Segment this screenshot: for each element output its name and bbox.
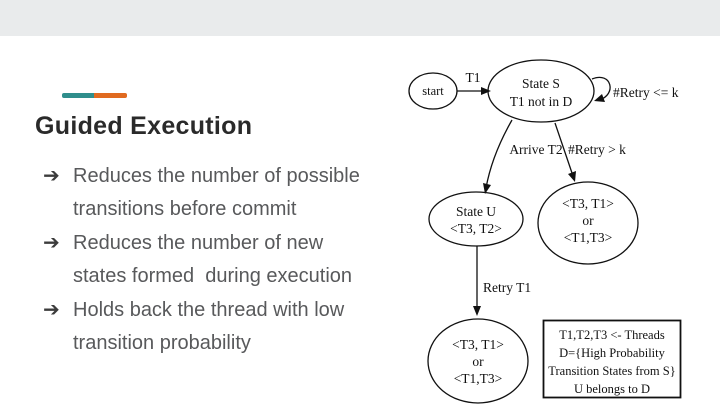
transition-t1-label: T1 — [466, 70, 481, 85]
arrowhead-icon — [473, 306, 481, 316]
state-final: <T3, T1> or <T1,T3> — [427, 318, 529, 404]
bullet-line: states formed during execution — [73, 265, 353, 288]
state-final-line3: <T1,T3> — [454, 371, 503, 386]
transition-arrive-t2-label: Arrive T2 — [509, 142, 562, 157]
accent-bar-teal — [62, 93, 94, 98]
state-start: start — [408, 72, 458, 110]
transition-retry-gt-k-label: #Retry > k — [568, 142, 626, 157]
state-final-line2: or — [472, 354, 484, 369]
legend-line2: D={High Probability — [559, 346, 666, 360]
arrowhead-icon — [568, 171, 576, 182]
arrow-bullet-icon: ➔ — [43, 165, 60, 187]
bullet-line: Holds back the thread with low — [73, 298, 345, 321]
transition-retry-le-k: #Retry <= k — [591, 76, 679, 102]
state-retry-exceeded: <T3, T1> or <T1,T3> — [537, 181, 639, 265]
state-retry-exceeded-line2: or — [582, 213, 594, 228]
state-s-line2: T1 not in D — [510, 94, 573, 109]
bullet-line: Reduces the number of new — [73, 231, 324, 254]
transition-retry-le-k-label: #Retry <= k — [613, 85, 679, 100]
state-s: State S T1 not in D — [487, 59, 595, 123]
transition-retry-t1-label: Retry T1 — [483, 280, 531, 295]
transition-t1: T1 — [457, 70, 491, 95]
legend-line1: T1,T2,T3 <- Threads — [559, 328, 665, 342]
slide-title: Guided Execution — [35, 112, 253, 140]
bullet-text: Reduces the number of possible transitio… — [73, 160, 408, 227]
arrow-bullet-icon: ➔ — [43, 231, 60, 254]
state-u-line1: State U — [456, 204, 496, 219]
bullet-text: Holds back the thread with low transitio… — [73, 294, 408, 361]
top-band — [0, 0, 720, 36]
state-retry-exceeded-line1: <T3, T1> — [562, 196, 614, 211]
bullet-item: ➔ Holds back the thread with low transit… — [43, 294, 408, 361]
transition-arrive-t2: Arrive T2 — [483, 119, 563, 194]
state-u: State U <T3, T2> — [428, 191, 524, 247]
state-retry-exceeded-line3: <T1,T3> — [564, 230, 613, 245]
legend-box: T1,T2,T3 <- Threads D={High Probability … — [542, 319, 682, 399]
state-final-line1: <T3, T1> — [452, 337, 504, 352]
state-s-line1: State S — [522, 76, 560, 91]
state-transition-diagram: start T1 State S T1 not in D #Retry <= k… — [408, 59, 682, 404]
arrowhead-icon — [483, 183, 491, 194]
arrowhead-icon — [481, 87, 491, 95]
bullet-item: ➔ Reduces the number of new states forme… — [43, 227, 408, 294]
legend-line3: Transition States from S} — [548, 364, 675, 378]
bullet-line: Reduces the number of possible — [73, 165, 360, 187]
bullet-line: transitions before commit — [73, 198, 297, 221]
bullet-item: ➔ Reduces the number of possible transit… — [43, 160, 408, 227]
arrowhead-icon — [594, 94, 605, 102]
state-u-line2: <T3, T2> — [450, 221, 502, 236]
state-start-label: start — [422, 84, 444, 98]
accent-bar-orange — [94, 93, 127, 98]
bullet-text: Reduces the number of new states formed … — [73, 227, 408, 294]
transition-retry-gt-k: #Retry > k — [554, 122, 626, 182]
transition-retry-t1: Retry T1 — [473, 246, 531, 316]
arrow-bullet-icon: ➔ — [43, 298, 60, 321]
bullet-list: ➔ Reduces the number of possible transit… — [43, 160, 408, 360]
legend-line4: U belongs to D — [574, 382, 650, 396]
accent-bar — [62, 93, 127, 98]
bullet-line: transition probability — [73, 332, 251, 355]
